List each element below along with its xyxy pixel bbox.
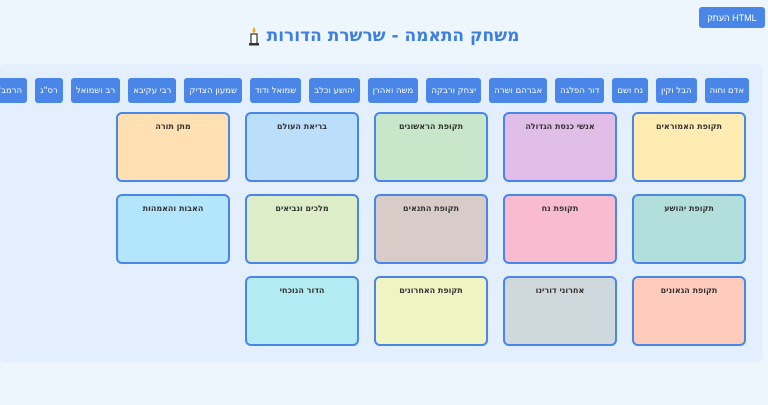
card-label: אחרוני דורינו <box>536 286 586 295</box>
card-label: מלכים ונביאים <box>276 204 330 213</box>
card-label: תקופת הראשונים <box>399 122 465 131</box>
drop-target-card[interactable]: תקופת יהושע <box>633 194 747 264</box>
drop-targets-grid: תקופת האמוראים אנשי כנסת הגדולה תקופת הראש… <box>117 112 747 346</box>
card-label: מתן תורה <box>156 122 192 131</box>
draggable-chip[interactable]: אברהם ושרה <box>490 78 549 103</box>
draggable-chip[interactable]: יצחק ורבקה <box>427 78 483 103</box>
card-label: תקופת האחרונים <box>400 286 464 295</box>
drop-target-card[interactable]: תקופת האמוראים <box>633 112 747 182</box>
card-label: אנשי כנסת הגדולה <box>526 122 596 131</box>
card-label: תקופת האמוראים <box>656 122 724 131</box>
draggable-chip[interactable]: הרמב"ם <box>0 78 29 103</box>
draggable-chip[interactable]: הבל וקין <box>657 78 698 103</box>
drop-target-card[interactable]: תקופת הגאונים <box>633 276 747 346</box>
draggable-chip[interactable]: רב ושמואל <box>71 78 122 103</box>
card-label: הדור הנוכחי <box>280 286 326 295</box>
drop-target-card[interactable]: הדור הנוכחי <box>246 276 360 346</box>
draggable-chip[interactable]: רבי עקיבא <box>129 78 178 103</box>
draggable-chip[interactable]: אדם וחוה <box>705 78 750 103</box>
drop-target-card[interactable]: תקופת הראשונים <box>375 112 489 182</box>
draggable-chip[interactable]: שמעון הצדיק <box>185 78 243 103</box>
card-label: תקופת נח <box>542 204 580 213</box>
draggable-chip[interactable]: דור הפלגה <box>556 78 606 103</box>
card-label: תקופת התנאים <box>404 204 460 213</box>
drop-target-card[interactable]: תקופת האחרונים <box>375 276 489 346</box>
draggable-chip[interactable]: נח ושם <box>613 78 650 103</box>
draggable-chip[interactable]: שמואל ודוד <box>250 78 303 103</box>
card-label: תקופת הגאונים <box>661 286 719 295</box>
draggable-chip[interactable]: רס"ג <box>36 78 64 103</box>
title-text: משחק התאמה - שרשרת הדורות <box>267 26 521 46</box>
drop-target-card[interactable]: מתן תורה <box>117 112 231 182</box>
draggable-chip[interactable]: משה ואהרן <box>368 78 420 103</box>
page-title: משחק התאמה - שרשרת הדורות <box>0 26 768 46</box>
card-label: בריאת העולם <box>277 122 329 131</box>
drop-target-card[interactable]: האבות והאמהות <box>117 194 231 264</box>
draggable-chip[interactable]: יהושע וכלב <box>310 78 361 103</box>
drop-target-card[interactable]: אנשי כנסת הגדולה <box>504 112 618 182</box>
copy-html-button[interactable]: העתק HTML <box>700 7 766 28</box>
card-label: תקופת יהושע <box>665 204 715 213</box>
candle-icon <box>249 27 260 46</box>
card-label: האבות והאמהות <box>143 204 205 213</box>
drop-target-card[interactable]: תקופת התנאים <box>375 194 489 264</box>
drop-target-card[interactable]: בריאת העולם <box>246 112 360 182</box>
draggable-chips: אדם וחוה הבל וקין נח ושם דור הפלגה אברהם ושר… <box>0 78 750 103</box>
drop-target-card[interactable]: מלכים ונביאים <box>246 194 360 264</box>
drop-target-card[interactable]: תקופת נח <box>504 194 618 264</box>
drop-target-card[interactable]: אחרוני דורינו <box>504 276 618 346</box>
